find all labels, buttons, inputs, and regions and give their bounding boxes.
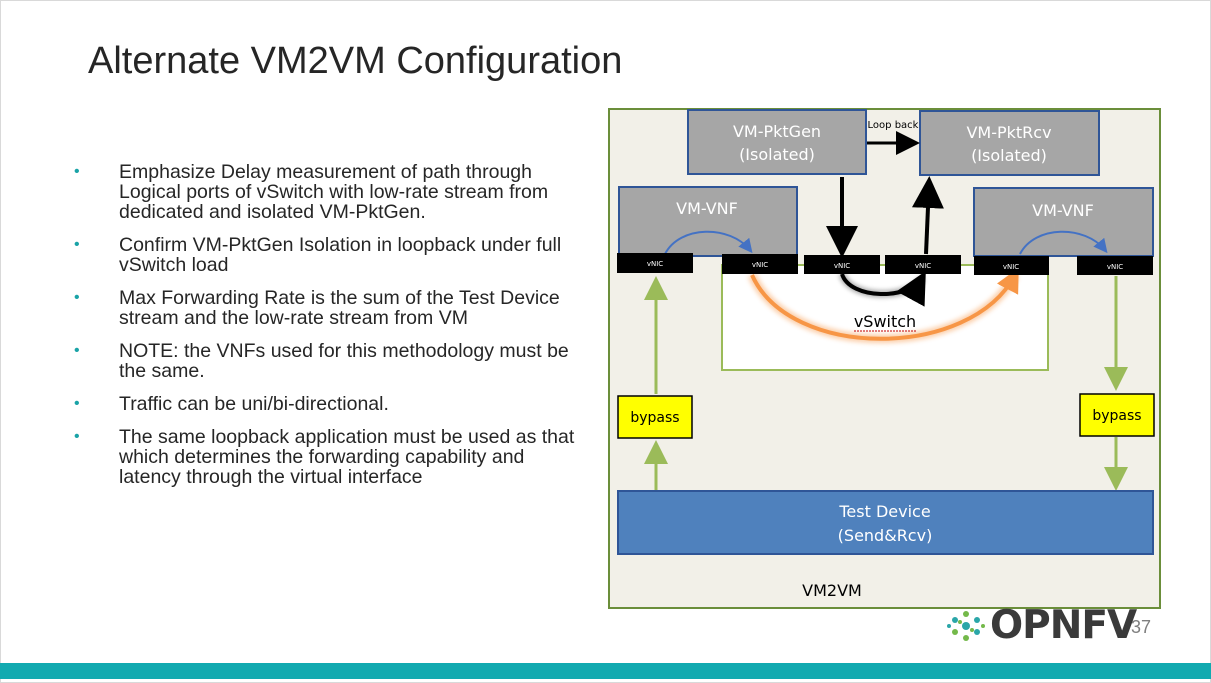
vnic-port: vNIC (1077, 256, 1153, 275)
bullet-item: • The same loopback application must be u… (74, 427, 589, 487)
opnfv-logo-icon (947, 611, 985, 641)
vm-pktgen-sublabel: (Isolated) (739, 145, 815, 164)
bullet-text: Confirm VM-PktGen Isolation in loopback … (119, 234, 562, 276)
vnf-left-internal-arrow (664, 230, 753, 255)
bullet-text: Emphasize Delay measurement of path thro… (119, 161, 549, 223)
vm-vnf-right-box (973, 187, 1154, 257)
vswitch-box (721, 264, 1049, 371)
vm-pktrcv-sublabel: (Isolated) (971, 146, 1047, 165)
vm-vnf-right-label: VM-VNF (1032, 201, 1094, 220)
test-device-box (617, 490, 1154, 555)
vnic-port: vNIC (885, 255, 961, 274)
loopback-label: Loop back (868, 120, 919, 131)
bypass-right-label: bypass (1092, 408, 1141, 424)
vswitch-path-arc (750, 267, 1019, 341)
bullet-text: The same loopback application must be us… (119, 426, 575, 488)
vnic-label: vNIC (752, 261, 768, 269)
opnfv-logo-text: OPNFV (990, 603, 1137, 648)
vswitch-loop-arrow (840, 270, 926, 307)
bullet-text: NOTE: the VNFs used for this methodology… (119, 340, 569, 382)
vnic-label: vNIC (647, 260, 663, 268)
bullet-text: Max Forwarding Rate is the sum of the Te… (119, 287, 560, 329)
vnic-label: vNIC (1107, 263, 1123, 271)
bullet-text: Traffic can be uni/bi-directional. (119, 393, 389, 415)
bypass-left-box (617, 395, 693, 439)
vm-pktrcv-box (919, 110, 1100, 176)
container-label: VM2VM (802, 581, 862, 600)
bullet-marker: • (74, 395, 80, 412)
vnic-label: vNIC (834, 262, 850, 270)
vm-pktgen-label: VM-PktGen (733, 122, 821, 141)
vnic-port: vNIC (722, 254, 798, 274)
slide-title: Alternate VM2VM Configuration (88, 40, 623, 82)
bullet-list: • Emphasize Delay measurement of path thr… (74, 162, 589, 500)
bypass-left-label: bypass (630, 410, 679, 426)
vnic-port: vNIC (617, 253, 693, 273)
pktrcv-up-arrow (911, 176, 944, 255)
vm-vnf-left-label: VM-VNF (676, 199, 738, 218)
test-device-label: Test Device (838, 502, 930, 521)
bottom-accent-bar (0, 663, 1211, 679)
vnic-label: vNIC (1003, 263, 1019, 271)
vm-pktrcv-label: VM-PktRcv (966, 123, 1051, 142)
bullet-item: • Confirm VM-PktGen Isolation in loopback… (74, 235, 589, 275)
bullet-item: • Max Forwarding Rate is the sum of the T… (74, 288, 589, 328)
bullet-item: • Traffic can be uni/bi-directional. (74, 394, 589, 414)
bullet-marker: • (74, 236, 80, 253)
vnic-port: vNIC (804, 255, 880, 274)
vm-pktgen-box (687, 109, 867, 175)
bullet-item: • Emphasize Delay measurement of path thr… (74, 162, 589, 222)
page-number: 37 (1131, 617, 1152, 637)
bullet-marker: • (74, 342, 80, 359)
bullet-item: • NOTE: the VNFs used for this methodolog… (74, 341, 589, 381)
bullet-marker: • (74, 163, 80, 180)
bullet-marker: • (74, 289, 80, 306)
bypass-right-box (1079, 393, 1155, 437)
test-device-sublabel: (Send&Rcv) (838, 526, 933, 545)
vm-vnf-left-box (618, 186, 798, 257)
vswitch-label: vSwitch (854, 312, 916, 331)
vnf-right-internal-arrow (1019, 230, 1108, 255)
bullet-marker: • (74, 428, 80, 445)
vnic-label: vNIC (915, 262, 931, 270)
vnic-port: vNIC (974, 256, 1049, 275)
